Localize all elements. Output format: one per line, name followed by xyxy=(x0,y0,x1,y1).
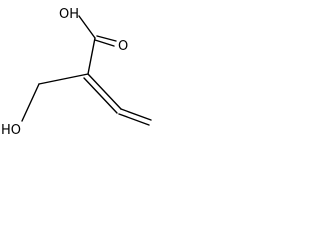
bond-allene-2-b xyxy=(118,113,150,126)
bond-allene-1-b xyxy=(83,77,118,114)
chemical-structure-diagram: OH O HO xyxy=(1,7,152,138)
bond-carboxyl-carbon-to-oxygen-1 xyxy=(96,35,117,42)
hydroxyl-label-top: OH xyxy=(59,7,79,22)
bond-central-to-ch2 xyxy=(38,73,89,85)
bond-carboxyl-carbon-to-oxygen-2 xyxy=(94,39,115,47)
carbonyl-oxygen-label: O xyxy=(118,39,128,54)
bond-oh-to-carboxyl-carbon xyxy=(78,15,96,39)
hydroxyl-label-left: HO xyxy=(1,123,21,138)
bond-allene-2-a xyxy=(120,108,152,121)
bond-carboxyl-to-central-carbon xyxy=(87,37,96,75)
bond-allene-1-a xyxy=(87,73,122,110)
bond-ch2-to-oh xyxy=(21,83,40,122)
